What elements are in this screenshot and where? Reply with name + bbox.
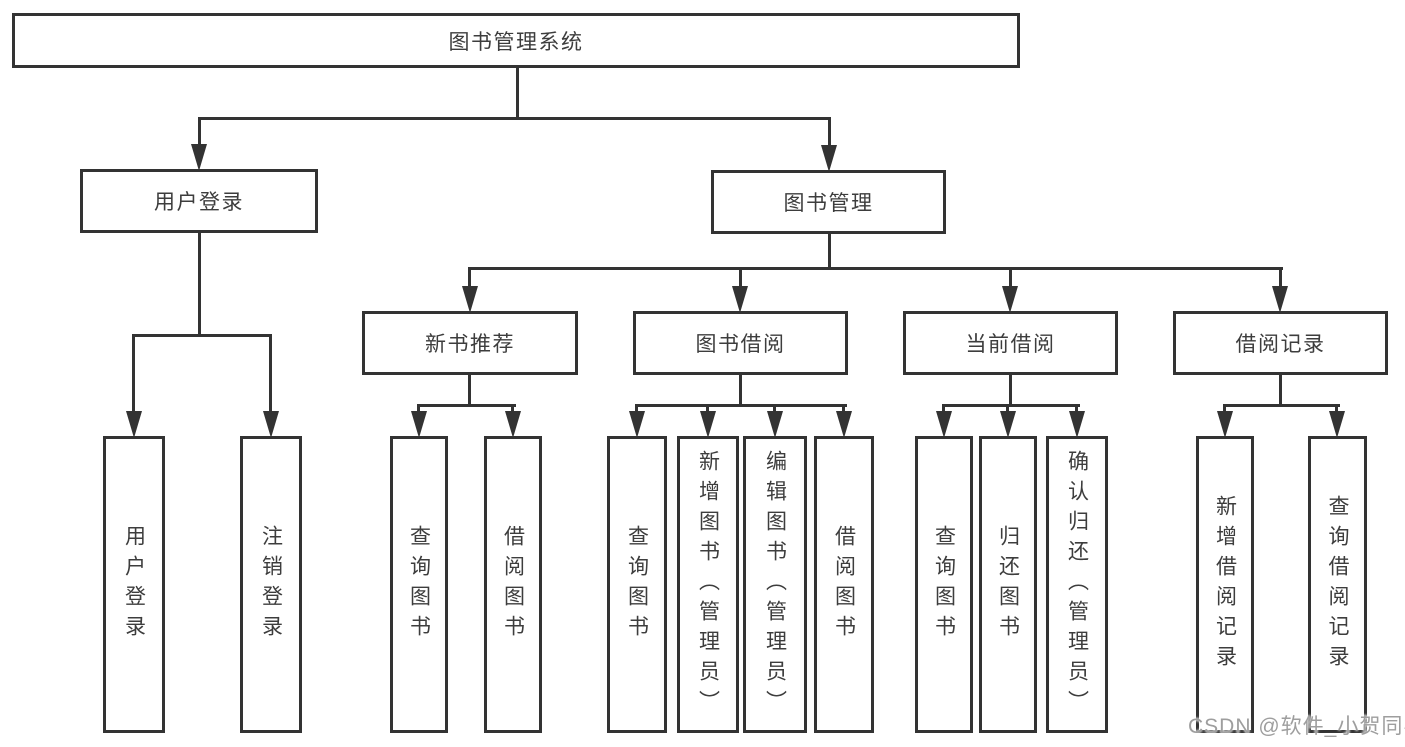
arrow-down-icon [936, 411, 952, 438]
connector-line [1009, 375, 1012, 407]
node-library-management-system: 图书管理系统 [12, 13, 1020, 68]
connector-line [942, 404, 1080, 407]
arrow-down-icon [821, 145, 837, 172]
arrow-down-icon [1000, 411, 1016, 438]
node-label: 编辑图书（管理员） [763, 449, 788, 720]
leaf-current-return-books: 归还图书 [979, 436, 1037, 733]
node-label: 借阅图书 [832, 524, 857, 645]
node-label: 用户登录 [122, 524, 147, 645]
arrow-down-icon [732, 286, 748, 313]
node-book-management: 图书管理 [711, 170, 946, 234]
node-label: 新书推荐 [425, 332, 515, 356]
leaf-newbooks-borrow-books: 借阅图书 [484, 436, 542, 733]
connector-line [828, 117, 831, 147]
connector-line [198, 117, 201, 147]
arrow-down-icon [462, 286, 478, 313]
arrow-down-icon [263, 411, 279, 438]
connector-line [1223, 404, 1340, 407]
arrow-down-icon [126, 411, 142, 438]
arrow-down-icon [1272, 286, 1288, 313]
connector-line [1009, 268, 1012, 293]
connector-line [132, 335, 135, 413]
node-label: 归还图书 [996, 524, 1021, 645]
node-book-borrowing: 图书借阅 [633, 311, 848, 375]
leaf-newbooks-query-books: 查询图书 [390, 436, 448, 733]
arrow-down-icon [1002, 286, 1018, 313]
node-label: 新增借阅记录 [1213, 494, 1238, 675]
connector-line [269, 335, 272, 413]
node-label: 新增图书（管理员） [696, 449, 721, 720]
node-label: 注销登录 [259, 524, 284, 645]
connector-line [198, 233, 201, 337]
leaf-current-confirm-return-admin: 确认归还（管理员） [1046, 436, 1108, 733]
leaf-borrowing-add-books-admin: 新增图书（管理员） [677, 436, 739, 733]
leaf-borrowing-borrow-books: 借阅图书 [814, 436, 874, 733]
connector-line [516, 66, 519, 118]
node-label: 查询图书 [407, 524, 432, 645]
connector-line [417, 404, 516, 407]
node-label: 查询借阅记录 [1326, 494, 1350, 675]
arrow-down-icon [836, 411, 852, 438]
leaf-borrowing-query-books: 查询图书 [607, 436, 667, 733]
leaf-records-query-record: 查询借阅记录 [1308, 436, 1367, 733]
arrow-down-icon [1329, 411, 1345, 438]
connector-line [198, 117, 831, 120]
node-label: 借阅记录 [1235, 332, 1326, 356]
node-current-borrowing: 当前借阅 [903, 311, 1118, 375]
connector-line [635, 404, 847, 407]
node-new-book-recommendation: 新书推荐 [362, 311, 578, 375]
connector-line [1279, 268, 1282, 293]
csdn-watermark: CSDN @软件_小贺同学 [1188, 715, 1405, 738]
connector-line [739, 268, 742, 293]
node-label: 当前借阅 [965, 332, 1056, 356]
node-borrowing-records: 借阅记录 [1173, 311, 1388, 375]
arrow-down-icon [191, 144, 207, 171]
arrow-down-icon [767, 411, 783, 438]
node-label: 图书管理 [783, 191, 874, 215]
leaf-current-query-books: 查询图书 [915, 436, 973, 733]
connector-line [468, 375, 471, 407]
leaf-borrowing-edit-books-admin: 编辑图书（管理员） [743, 436, 807, 733]
node-label: 图书借阅 [695, 332, 786, 356]
arrow-down-icon [1217, 411, 1233, 438]
node-label: 用户登录 [154, 190, 244, 214]
node-label: 借阅图书 [501, 524, 526, 645]
arrow-down-icon [629, 411, 645, 438]
leaf-user-login: 用户登录 [103, 436, 165, 733]
connector-line [828, 233, 831, 270]
arrow-down-icon [505, 411, 521, 438]
arrow-down-icon [411, 411, 427, 438]
leaf-records-add-record: 新增借阅记录 [1196, 436, 1254, 733]
arrow-down-icon [1069, 411, 1085, 438]
node-label: 图书管理系统 [448, 29, 584, 54]
node-label: 确认归还（管理员） [1065, 449, 1090, 720]
node-user-login: 用户登录 [80, 169, 318, 233]
leaf-logout: 注销登录 [240, 436, 302, 733]
node-label: 查询图书 [625, 524, 650, 645]
node-label: 查询图书 [932, 524, 957, 645]
connector-line [1279, 375, 1282, 407]
arrow-down-icon [700, 411, 716, 438]
connector-line [468, 267, 1283, 270]
connector-line [468, 268, 471, 293]
connector-line [739, 375, 742, 407]
connector-line [132, 334, 272, 337]
